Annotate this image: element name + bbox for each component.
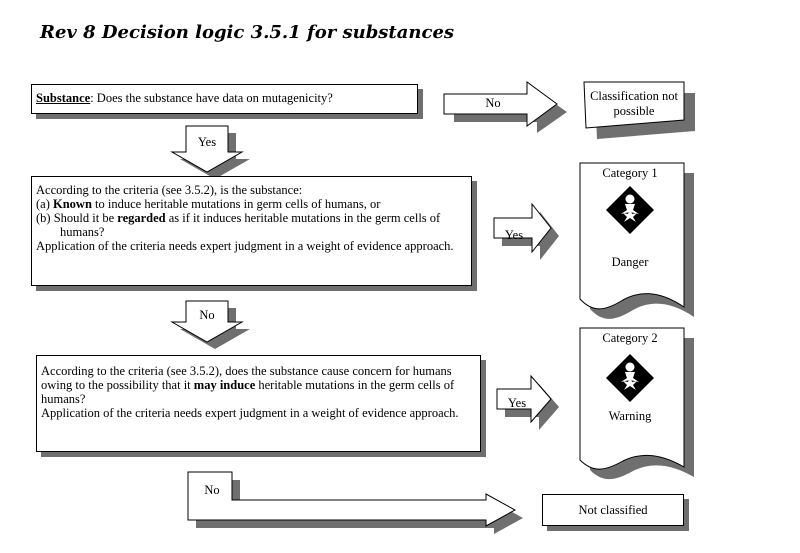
arrow-yes-to-category-2 <box>496 374 559 430</box>
question-2-option-b: (b) Should it be regarded as if it induc… <box>36 211 467 239</box>
arrow-no-to-not-possible <box>443 81 567 133</box>
label-yes-1: Yes <box>197 135 217 149</box>
option-b-text: as if it induces heritable mutations in … <box>60 211 441 239</box>
label-no-1: No <box>485 96 501 110</box>
question-3-pre: According to the criteria (see 3.5.2), d… <box>41 364 452 392</box>
category-1-label: Category 1 <box>602 166 658 180</box>
outcome-category-1-shape <box>579 162 694 319</box>
question-3-note: Application of the criteria needs expert… <box>41 406 459 420</box>
label-yes-2: Yes <box>504 228 524 242</box>
question-1-text: : Does the substance have data on mutage… <box>90 91 333 105</box>
question-1-box: Substance: Does the substance have data … <box>31 84 418 114</box>
option-a-bold: Known <box>53 197 92 211</box>
outcome-not-possible-shape <box>583 81 695 139</box>
outcome-category-2-shape <box>579 327 694 480</box>
option-b-prefix: (b) Should it be <box>36 211 118 225</box>
label-no-3: No <box>204 483 220 497</box>
question-3-text: According to the criteria (see 3.5.2), d… <box>41 364 476 406</box>
category-2-signal-word: Warning <box>608 409 652 423</box>
option-b-bold: regarded <box>117 211 166 225</box>
question-3-bold: may induce <box>193 378 256 392</box>
category-1-signal-word: Danger <box>611 255 649 269</box>
category-2-label: Category 2 <box>602 331 658 345</box>
arrow-no-down-2 <box>170 300 250 349</box>
arrow-yes-down-1 <box>170 125 250 179</box>
question-3-post: heritable mutations in the germ cells of… <box>41 378 455 406</box>
question-3-box: According to the criteria (see 3.5.2), d… <box>36 355 481 452</box>
question-2-box: According to the criteria (see 3.5.2), i… <box>31 176 472 286</box>
label-yes-3: Yes <box>507 396 527 410</box>
option-a-prefix: (a) <box>36 197 53 211</box>
question-2-intro: According to the criteria (see 3.5.2), i… <box>36 183 303 197</box>
question-2-option-a: (a) Known to induce heritable mutations … <box>36 197 467 211</box>
substance-term: Substance <box>36 91 91 105</box>
arrow-yes-to-category-1 <box>493 202 559 260</box>
outcome-not-classified: Not classified <box>578 503 648 517</box>
outcome-not-classified-box: Not classified <box>542 494 684 526</box>
outcome-not-possible: Classification not possible <box>590 89 678 118</box>
label-no-2: No <box>199 308 215 322</box>
page-title: Rev 8 Decision logic 3.5.1 for substance… <box>40 22 455 43</box>
question-2-note: Application of the criteria needs expert… <box>36 239 454 253</box>
arrow-no-to-not-classified <box>187 471 523 534</box>
option-a-text: to induce heritable mutations in germ ce… <box>91 197 381 211</box>
